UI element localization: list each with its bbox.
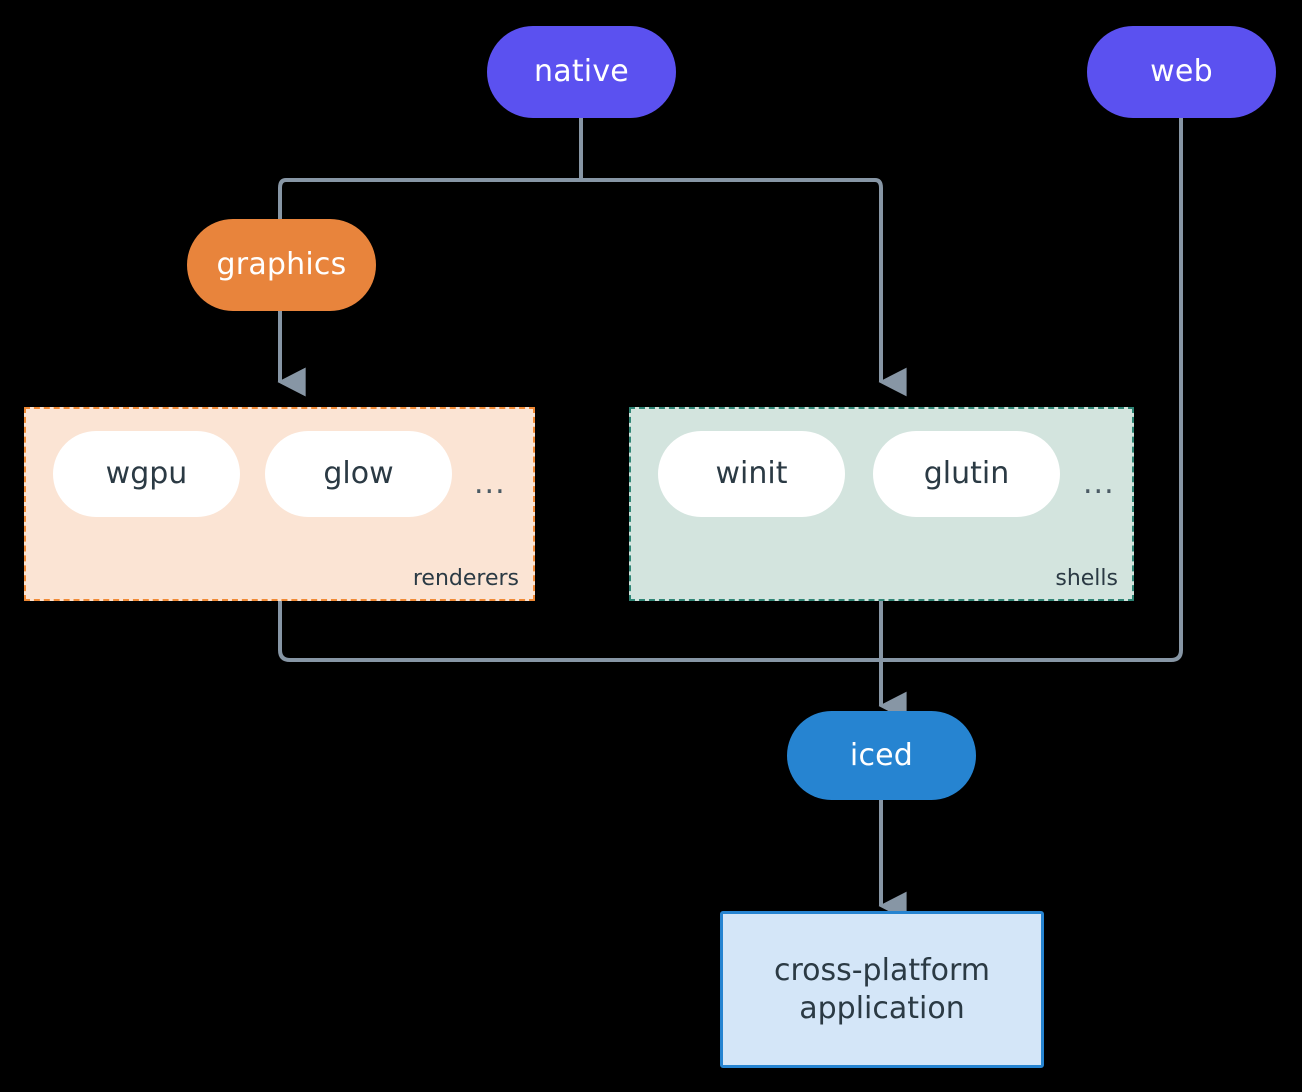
node-glutin[interactable]: glutin	[873, 431, 1060, 517]
node-web[interactable]: web	[1087, 26, 1276, 118]
node-application-line1: cross-platform	[773, 953, 991, 988]
node-application-line2: application	[799, 990, 965, 1026]
shells-ellipsis: ...	[1083, 466, 1115, 501]
node-application[interactable]: cross-platform application	[720, 911, 1044, 1068]
node-graphics-label: graphics	[216, 247, 347, 283]
node-graphics[interactable]: graphics	[187, 219, 376, 311]
node-web-label: web	[1150, 54, 1213, 90]
node-iced[interactable]: iced	[787, 711, 976, 800]
node-glow[interactable]: glow	[265, 431, 452, 517]
edge-renderers-to-iced	[278, 601, 881, 662]
group-renderers: wgpu glow ... renderers	[24, 407, 535, 601]
node-wgpu-label: wgpu	[105, 456, 188, 492]
node-wgpu[interactable]: wgpu	[53, 431, 240, 517]
node-glutin-label: glutin	[923, 456, 1010, 492]
node-glow-label: glow	[323, 456, 394, 492]
edge-native-to-shells	[581, 178, 907, 397]
node-winit[interactable]: winit	[658, 431, 845, 517]
group-shells: winit glutin ... shells	[629, 407, 1134, 601]
renderers-ellipsis: ...	[474, 466, 506, 501]
group-shells-label: shells	[1055, 566, 1118, 591]
node-iced-label: iced	[849, 737, 914, 773]
node-native[interactable]: native	[487, 26, 676, 118]
node-native-label: native	[534, 54, 629, 90]
group-renderers-label: renderers	[412, 566, 519, 591]
node-winit-label: winit	[715, 456, 788, 492]
